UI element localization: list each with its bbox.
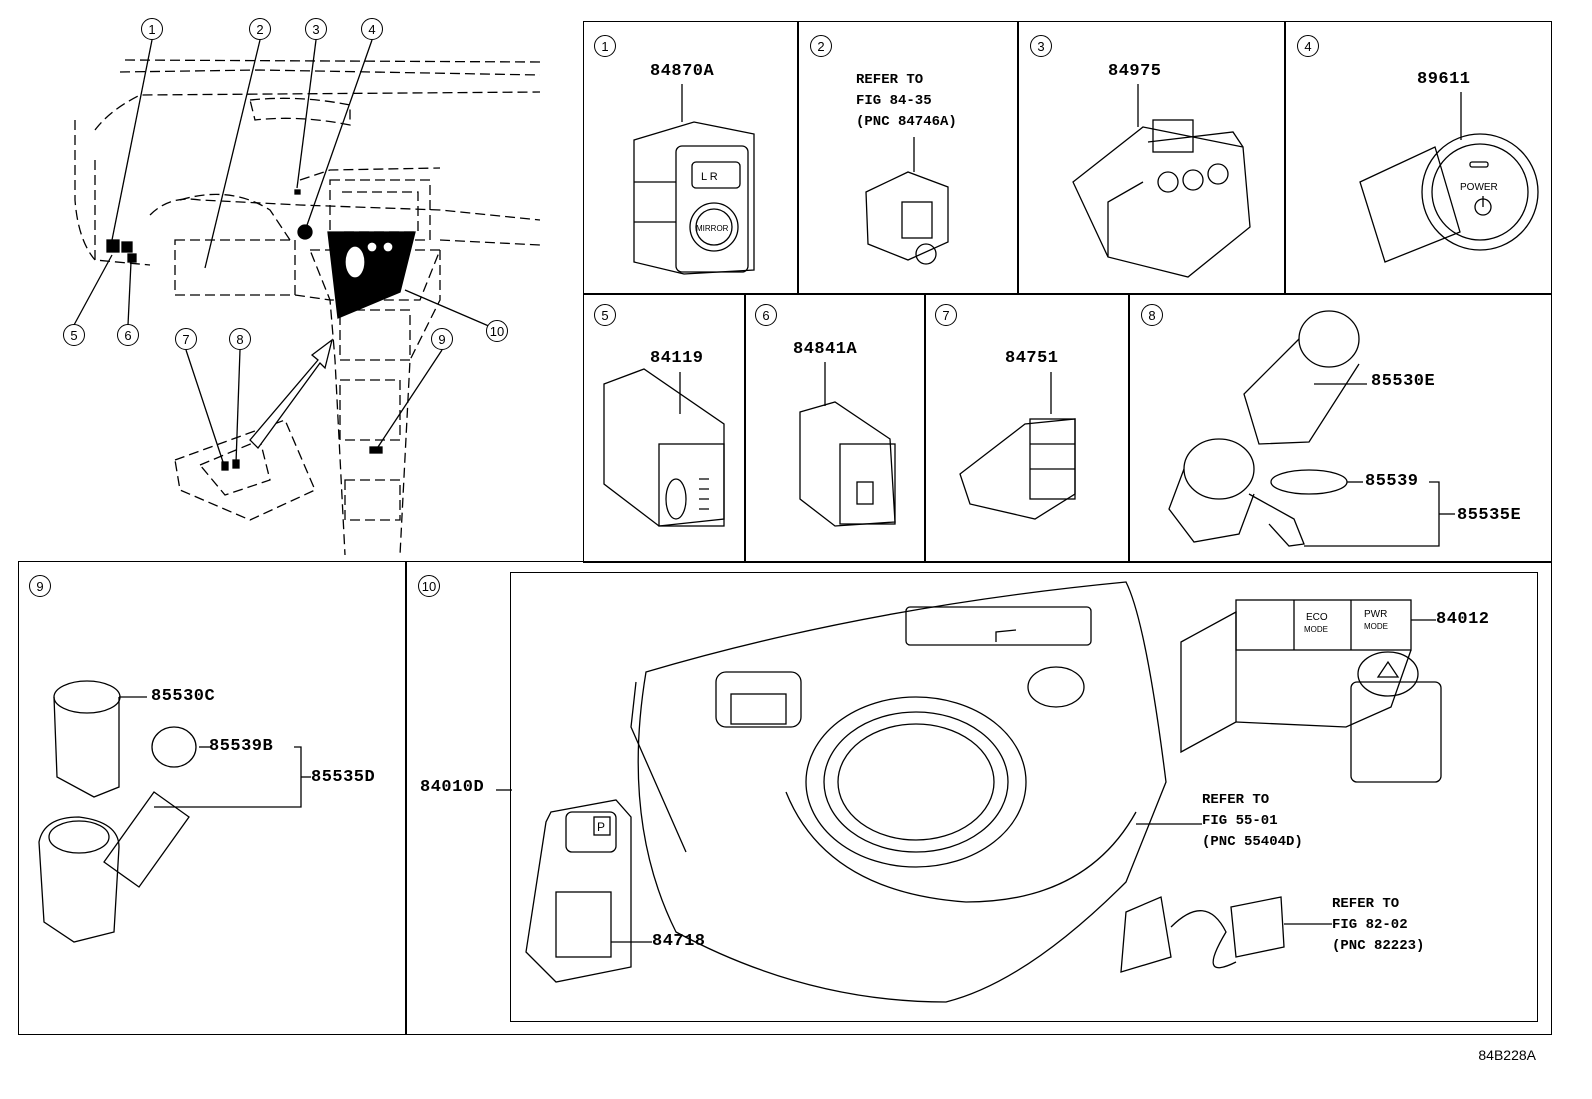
cell-number: 6: [755, 304, 777, 326]
part-number: 84010D: [420, 778, 485, 797]
cell-4-power-button: 4 89611 POWER: [1284, 21, 1552, 295]
part-number: 85539: [1365, 472, 1419, 491]
reference-line: FIG 84-35: [856, 93, 932, 109]
part-number: 84718: [652, 932, 706, 951]
cell-number: 7: [935, 304, 957, 326]
part-number: 84975: [1108, 62, 1162, 81]
reference-line: FIG 55-01: [1202, 813, 1278, 829]
part-number: 85539B: [209, 737, 274, 756]
cell-10-console-panel: 10 84010D 84012 84718 REFER TO FIG 55-01…: [405, 561, 1552, 1035]
part-number: 84870A: [650, 62, 715, 81]
console-panel-drawing: ECO MODE PWR MODE P: [496, 581, 1442, 1003]
cell-9-power-outlet: 9 85530C 85539B 85535D: [18, 561, 407, 1035]
svg-text:L R: L R: [701, 171, 718, 183]
switch-drawing: [1072, 84, 1251, 278]
part-number: 84119: [650, 349, 704, 368]
part-number: 89611: [1417, 70, 1471, 89]
reference-line: FIG 82-02: [1332, 917, 1408, 933]
cell-number: 1: [594, 35, 616, 57]
svg-text:MODE: MODE: [1364, 622, 1388, 631]
part-number: 84012: [1436, 610, 1490, 629]
callout-3: 3: [305, 18, 327, 40]
cell-8-power-outlet: 8 85530E 85539 85535E: [1128, 293, 1552, 563]
part-number: 84751: [1005, 349, 1059, 368]
power-button-drawing: POWER: [1359, 92, 1539, 263]
cell-2-reference: 2 REFER TO FIG 84-35 (PNC 84746A): [797, 21, 1019, 295]
cell-7-seat-heater-switch: 7 84751: [924, 293, 1130, 563]
reference-note: REFER TO FIG 82-02 (PNC 82223): [1332, 894, 1424, 957]
callout-8: 8: [229, 328, 251, 350]
fuel-lid-switch-drawing: [799, 362, 896, 527]
callout-6: 6: [117, 324, 139, 346]
svg-text:P: P: [597, 820, 605, 834]
mirror-switch-drawing: L R MIRROR: [633, 84, 755, 275]
callout-10: 10: [486, 320, 508, 342]
cell-5-dimmer-switch: 5 84119: [583, 293, 746, 563]
cell-1-mirror-switch: 1 84870A L R MIRROR: [583, 21, 799, 295]
cell-3-switch: 3 84975: [1017, 21, 1286, 295]
power-outlet-drawing: [1168, 310, 1455, 547]
svg-text:PWR: PWR: [1364, 609, 1387, 620]
seat-heater-switch-drawing: [959, 372, 1076, 520]
dimmer-switch-drawing: [603, 368, 725, 527]
cell-number: 3: [1030, 35, 1052, 57]
cell-number: 5: [594, 304, 616, 326]
callout-4: 4: [361, 18, 383, 40]
reference-note: REFER TO FIG 84-35 (PNC 84746A): [856, 70, 957, 133]
part-number: 85530C: [151, 687, 216, 706]
callout-2: 2: [249, 18, 271, 40]
svg-text:POWER: POWER: [1460, 182, 1498, 193]
callout-1: 1: [141, 18, 163, 40]
part-number: 85530E: [1371, 372, 1436, 391]
cell-number: 2: [810, 35, 832, 57]
dashboard-overview-drawing: [73, 39, 541, 556]
cell-number: 8: [1141, 304, 1163, 326]
callout-9: 9: [431, 328, 453, 350]
svg-text:ECO: ECO: [1306, 612, 1328, 623]
reference-line: REFER TO: [856, 72, 924, 88]
reference-line: REFER TO: [1202, 792, 1270, 808]
callout-7: 7: [175, 328, 197, 350]
console-inner-frame: [510, 572, 1538, 1022]
cell-6-fuel-lid-switch: 6 84841A: [744, 293, 926, 563]
power-outlet-drawing: [38, 680, 311, 943]
svg-text:MIRROR: MIRROR: [696, 224, 729, 233]
reference-note: REFER TO FIG 55-01 (PNC 55404D): [1202, 790, 1303, 853]
reference-line: (PNC 82223): [1332, 938, 1425, 954]
part-number: 85535E: [1457, 506, 1522, 525]
part-number: 85535D: [311, 768, 376, 787]
callout-5: 5: [63, 324, 85, 346]
reference-line: REFER TO: [1332, 896, 1400, 912]
svg-text:MODE: MODE: [1304, 625, 1328, 634]
part-number: 84841A: [793, 340, 858, 359]
connector-drawing: [865, 137, 949, 265]
cell-number: 4: [1297, 35, 1319, 57]
figure-code: 84B228A: [1478, 1047, 1536, 1063]
reference-line: (PNC 55404D): [1202, 834, 1303, 850]
cell-number: 9: [29, 575, 51, 597]
reference-line: (PNC 84746A): [856, 114, 957, 130]
cell-number: 10: [418, 575, 440, 597]
